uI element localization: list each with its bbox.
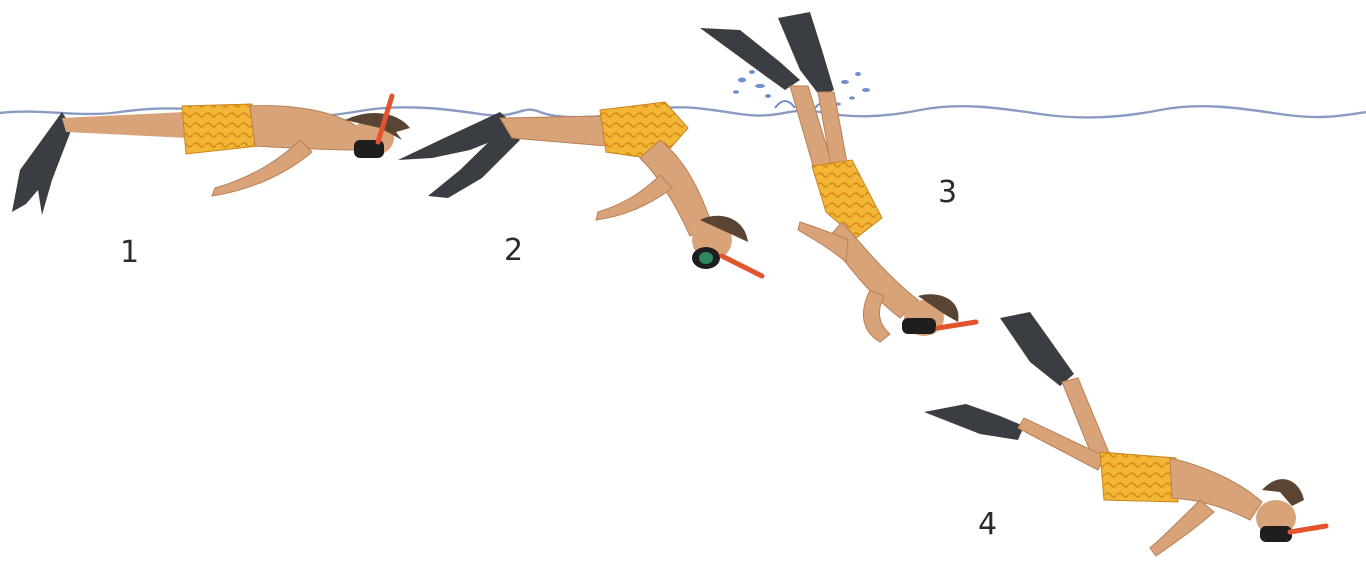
splash — [733, 70, 870, 109]
diver-1-shorts — [181, 103, 259, 155]
diver-3-fin-left — [700, 28, 800, 90]
diver-4 — [924, 312, 1329, 557]
diver-3-shorts — [811, 159, 883, 239]
step-label-1: 1 — [120, 235, 140, 270]
step-label-3: 3 — [938, 175, 958, 210]
diver-2 — [398, 101, 765, 279]
diver-1 — [12, 93, 410, 215]
diver-4-fin-upper — [1000, 312, 1074, 386]
diver-2-shorts — [599, 101, 689, 161]
diver-2-fin-lower — [428, 126, 520, 198]
diver-2-fin-upper — [398, 112, 520, 160]
diver-4-fin-lower — [924, 404, 1024, 440]
diver-4-shorts — [1099, 451, 1179, 503]
step-label-2: 2 — [504, 233, 524, 268]
diver-1-fin — [12, 112, 72, 215]
step-label-4: 4 — [978, 507, 998, 542]
diver-3-fin-right — [778, 12, 834, 96]
diver-3 — [700, 12, 979, 343]
